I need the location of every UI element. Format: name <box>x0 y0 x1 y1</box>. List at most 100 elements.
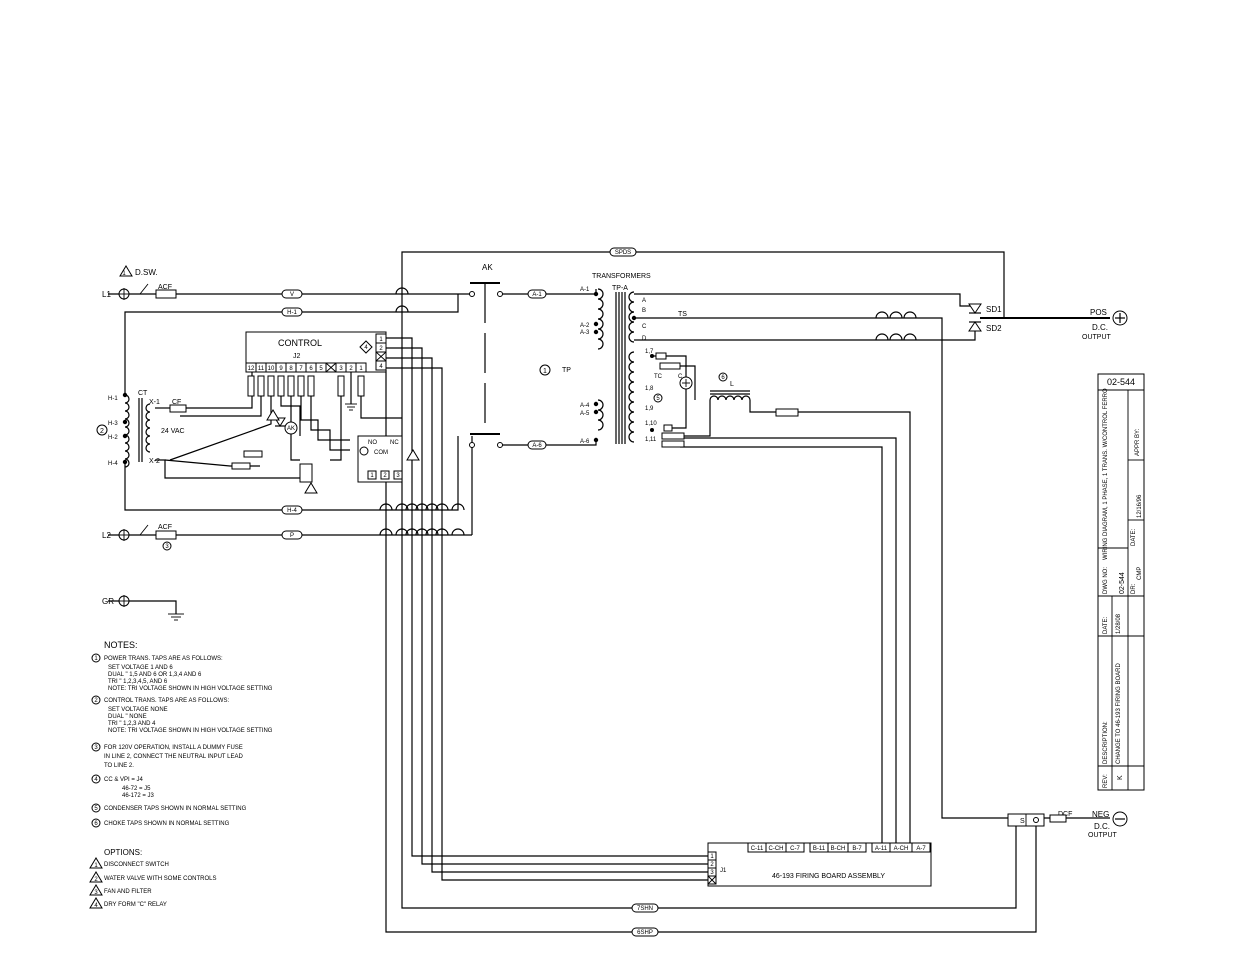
tuning-section: 1,7 1,8 1,9 1,10 1,11 TC 5 C 6 L <box>645 349 799 448</box>
dc2-label: D.C. <box>1094 822 1110 831</box>
control-output-terminals: 1 2 4 <box>375 333 387 371</box>
note-line: 46-172 = J3 <box>122 793 155 799</box>
gr-label: GR <box>102 597 114 606</box>
notes-heading: NOTES: <box>104 640 138 650</box>
rev-value: K <box>1117 775 1124 780</box>
option-3: 3 FAN AND FILTER <box>89 884 152 896</box>
note-3: 3 FOR 120V OPERATION, INSTALL A DUMMY FU… <box>91 742 243 769</box>
j2-label: J2 <box>293 353 301 360</box>
title-text: WIRING DIAGRAM, 1 PHASE, 1 TRANS. W/CONT… <box>1103 388 1109 560</box>
note-6: 6 CHOKE TAPS SHOWN IN NORMAL SETTING <box>91 818 230 828</box>
svg-text:6: 6 <box>721 375 725 381</box>
rev-date-label: DATE: <box>1103 616 1109 634</box>
firing-board-label: 46-193 FIRING BOARD ASSEMBLY <box>772 873 885 880</box>
option-2: 2 WATER VALVE WITH SOME CONTROLS <box>89 871 216 883</box>
drawing-number: 02-544 <box>1107 377 1135 387</box>
l2-label: L2 <box>102 531 111 540</box>
ctrl-pin: 2 <box>379 346 383 352</box>
sd1-label: SD1 <box>986 305 1002 314</box>
note-line: POWER TRANS. TAPS ARE AS FOLLOWS: <box>104 656 223 662</box>
output1-label: OUTPUT <box>1082 334 1112 341</box>
wire-tags: SPDS V H-1 A-1 A-6 H-4 P 7SHN 6SHP <box>281 247 659 937</box>
firing-pin: 1 <box>710 854 714 860</box>
note-line: NOTE: TRI VOLTAGE SHOWN IN HIGH VOLTAGE … <box>108 686 273 692</box>
ak-label: AK <box>482 263 493 272</box>
relay-pin: 3 <box>396 473 400 479</box>
svg-text:2: 2 <box>94 698 98 704</box>
firing-board: 46-193 FIRING BOARD ASSEMBLY J1 C-11 C-C… <box>707 842 932 887</box>
notes-section: NOTES: 1 POWER TRANS. TAPS ARE AS FOLLOW… <box>91 640 273 828</box>
s-label: S <box>1020 818 1025 825</box>
transformers-label: TRANSFORMERS <box>592 273 651 280</box>
appr-by-label: APPR BY: <box>1135 428 1141 456</box>
j2-pin: 1 <box>359 366 363 372</box>
firing-pin: A-7 <box>916 846 926 852</box>
firing-pin: A-CH <box>894 846 909 852</box>
cf-label: CF <box>172 399 181 406</box>
j2-pin: 11 <box>258 366 265 372</box>
svg-text:1: 1 <box>94 863 98 869</box>
fuse-cf <box>169 404 187 413</box>
note-line: TO LINE 2. <box>104 763 134 769</box>
note-line: TRI " 1,2,3,4,5, AND 6 <box>108 679 168 685</box>
relay-pin: 1 <box>370 473 374 479</box>
note-line: DUAL " 1,5 AND 6 OR 1,3,4 AND 6 <box>108 672 202 678</box>
no-label: NO <box>368 440 377 446</box>
tpa-label: TP-A <box>612 285 628 292</box>
control-title: CONTROL <box>278 338 322 348</box>
dr-value: CMP <box>1137 567 1143 580</box>
note-line: CHOKE TAPS SHOWN IN NORMAL SETTING <box>104 821 230 827</box>
ak-contactor: AK <box>469 263 503 448</box>
dwg-no-value: 02-544 <box>1119 572 1126 594</box>
tc-tap: 1,10 <box>645 421 657 427</box>
note-line: SET VOLTAGE 1 AND 6 <box>108 665 173 671</box>
svg-text:4: 4 <box>364 345 368 351</box>
tag-spds: SPDS <box>615 250 631 256</box>
tap-c: C <box>642 324 647 330</box>
note-1: 1 POWER TRANS. TAPS ARE AS FOLLOWS: SET … <box>91 653 273 692</box>
tag-v: V <box>290 292 294 298</box>
l-label: L <box>730 381 734 388</box>
tc-tap: 1,11 <box>645 437 657 443</box>
note-line: TRI " 1,2,3 AND 4 <box>108 721 156 727</box>
j2-wiring <box>169 372 402 470</box>
svg-text:3: 3 <box>94 745 98 751</box>
description-value: CHANGE TO 46-193 FIRING BOARD <box>1116 663 1122 764</box>
tp-tap-label: A-3 <box>580 330 590 336</box>
date-value: 12/16/96 <box>1137 494 1143 518</box>
neg-label: NEG <box>1092 810 1109 819</box>
j2-terminal-strip: 12 11 10 9 8 7 6 5 3 2 1 <box>245 362 367 373</box>
tap-d: D <box>642 336 647 342</box>
svg-text:2: 2 <box>94 877 98 883</box>
ts-label: TS <box>678 311 687 318</box>
fuse-acf1 <box>155 289 177 299</box>
c-label: C <box>678 374 683 380</box>
note-line: 46-72 = J5 <box>122 786 151 792</box>
firing-pin: 3 <box>710 870 714 876</box>
option-text: FAN AND FILTER <box>104 889 152 895</box>
scr-diodes: SD1 SD2 <box>968 303 1002 333</box>
h1-label: H-1 <box>108 396 118 402</box>
option-4: 4 DRY FORM "C" RELAY <box>89 897 167 909</box>
svg-text:1: 1 <box>543 368 547 375</box>
rev-label: REV: <box>1103 774 1109 788</box>
sd2-label: SD2 <box>986 324 1002 333</box>
svg-text:3: 3 <box>165 544 169 550</box>
options-heading: OPTIONS: <box>104 848 142 857</box>
tag-a1: A-1 <box>532 292 542 298</box>
h4-label: H-4 <box>108 461 118 467</box>
h3-label: H-3 <box>108 421 118 427</box>
svg-text:1: 1 <box>94 656 98 662</box>
output2-label: OUTPUT <box>1088 832 1118 839</box>
note-line: CONDENSER TAPS SHOWN IN NORMAL SETTING <box>104 806 247 812</box>
rev-date-value: 1/28/08 <box>1116 613 1122 634</box>
svg-text:4: 4 <box>94 903 98 909</box>
dr-label: DR: <box>1131 583 1137 594</box>
nc-label: NC <box>390 440 399 446</box>
relay-pin: 2 <box>383 473 387 479</box>
j1-label: J1 <box>720 868 727 874</box>
firing-pin: B-11 <box>813 846 826 852</box>
svg-text:2: 2 <box>100 428 104 435</box>
wire-crossings <box>379 287 917 536</box>
